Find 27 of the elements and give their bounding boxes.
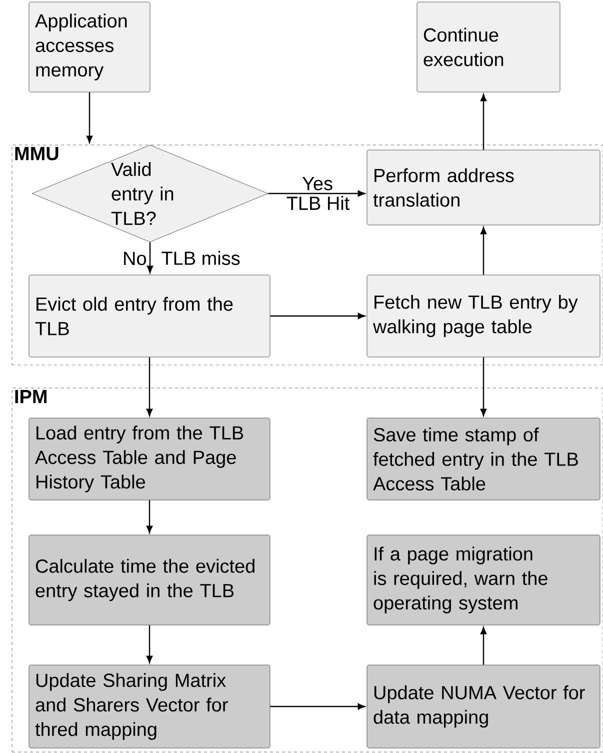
arrow	[146, 357, 153, 416]
process-box: Update Sharing Matrix and Sharers Vector for thred mapping	[28, 664, 270, 748]
annotation-text: TLB miss	[162, 251, 240, 265]
arrow	[480, 94, 487, 150]
arrow	[86, 92, 93, 144]
process-box: Fetch new TLB entry by walking page table	[366, 274, 600, 358]
process-box: Evict old entry from the TLB	[28, 274, 270, 358]
arrow	[146, 242, 154, 274]
edge-label: Yes	[302, 177, 332, 190]
edge-label: No	[124, 252, 146, 266]
arrow	[270, 312, 366, 320]
arrow	[480, 357, 487, 416]
process-box: Update NUMA Vector for data mapping	[366, 664, 600, 748]
arrow	[268, 190, 366, 197]
annotation-text: TLB Hit	[286, 196, 350, 210]
process-box: Calculate time the evicted entry stayed in the TLB	[28, 534, 270, 626]
arrow	[480, 627, 487, 665]
process-box: Application accesses memory	[28, 2, 150, 92]
arrow	[146, 500, 153, 534]
process-box: Perform address translation	[366, 150, 600, 226]
arrow	[146, 625, 153, 664]
arrow	[480, 227, 487, 275]
process-box: Continue execution	[416, 2, 560, 92]
process-box: Load entry from the TLB Access Table and Page History Table	[28, 418, 270, 500]
arrow	[270, 703, 366, 710]
process-box: If a page migration is required, warn the operating system	[366, 534, 600, 626]
process-box: Save time stamp of fetched entry in the TLB Access Table	[366, 418, 600, 500]
